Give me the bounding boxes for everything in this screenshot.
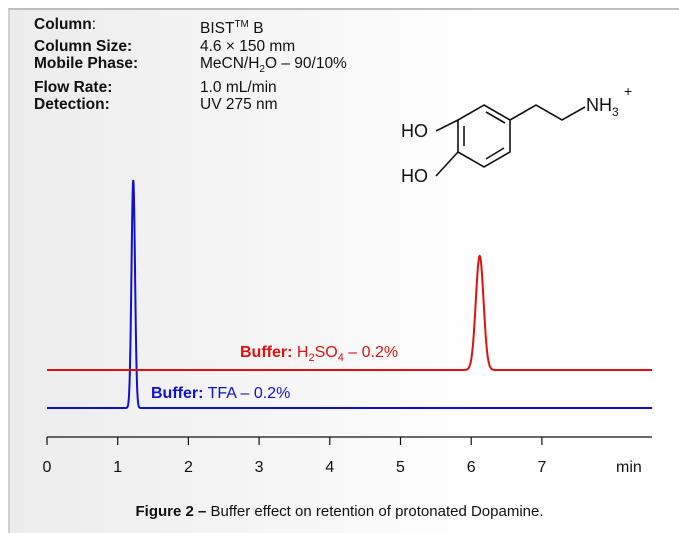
x-tick-label: 0 <box>43 459 52 476</box>
ring-double-bond-1 <box>485 111 506 124</box>
x-tick-label: 6 <box>467 459 476 476</box>
column-row: Column: BISTTM B <box>34 16 347 38</box>
column-size-label: Column Size: <box>34 37 133 55</box>
column-size-value: 4.6 × 150 mm <box>200 37 296 55</box>
column-size-row: Column Size: 4.6 × 150 mm <box>34 38 347 56</box>
trace-tfa <box>47 179 653 409</box>
ring-double-bond-2 <box>485 147 505 160</box>
column-value: BISTTM B <box>200 19 264 38</box>
conditions-block: Column: BISTTM B Column Size: 4.6 × 150 … <box>34 16 347 114</box>
x-axis-label: min <box>616 459 642 476</box>
series-label-tfa: Buffer: TFA – 0.2% <box>151 385 290 402</box>
detection-label: Detection: <box>34 96 110 114</box>
figure-caption: Figure 2 – Buffer effect on retention of… <box>135 503 544 520</box>
ethyl-chain <box>509 104 586 121</box>
x-tick-label: 5 <box>396 459 405 476</box>
mobile-phase-label: Mobile Phase: <box>34 55 139 73</box>
trace-h2so4 <box>47 254 653 371</box>
flow-rate-label: Flow Rate: <box>34 78 113 96</box>
x-tick-label: 2 <box>184 459 193 476</box>
ho-bottom-bond <box>435 151 459 177</box>
nh3-label: NH3 <box>586 95 619 119</box>
dopamine-structure <box>435 104 586 177</box>
ho-top-label: HO <box>401 121 428 141</box>
ho-bottom-label: HO <box>401 166 428 186</box>
figure-panel <box>8 8 679 533</box>
x-tick-label: 3 <box>255 459 264 476</box>
benzene-ring <box>457 104 511 168</box>
x-tick-label: 1 <box>113 459 122 476</box>
detection-value: UV 275 nm <box>200 96 278 114</box>
x-tick-label: 7 <box>537 459 546 476</box>
flow-rate-value: 1.0 mL/min <box>200 78 277 96</box>
ho-top-bond <box>435 119 459 132</box>
series-label-h2so4: Buffer: H2SO4 – 0.2% <box>240 344 398 364</box>
mobile-phase-value: MeCN/H2O – 90/10% <box>200 55 347 76</box>
flow-rate-row: Flow Rate: 1.0 mL/min <box>34 79 347 97</box>
detection-row: Detection: UV 275 nm <box>34 96 347 114</box>
x-ticks <box>46 437 543 445</box>
charge-label: + <box>624 83 632 99</box>
x-tick-label: 4 <box>325 459 334 476</box>
mobile-phase-row: Mobile Phase: MeCN/H2O – 90/10% <box>34 55 347 79</box>
column-label: Column: <box>34 16 96 33</box>
x-tick-labels: 0 1 2 3 4 5 6 7 <box>43 459 547 476</box>
